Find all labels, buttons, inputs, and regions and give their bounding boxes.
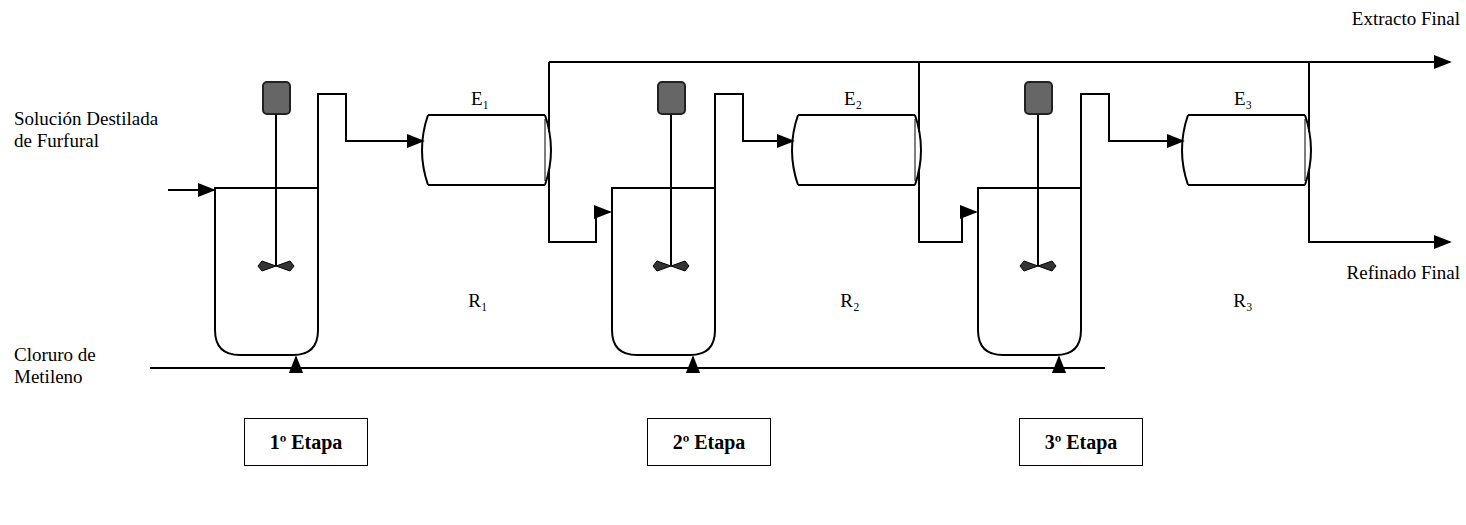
stream-label: E₂ xyxy=(844,88,862,110)
stage-box: 2º Etapa xyxy=(647,418,771,466)
feed-label: Solución Destilada de Furfural xyxy=(14,108,164,152)
settler-vessel xyxy=(915,119,916,181)
extract-pipe xyxy=(1308,62,1310,132)
stream-label: E₃ xyxy=(1234,88,1252,110)
stream-label: Refinado Final xyxy=(1347,262,1460,284)
stage-box: 1º Etapa xyxy=(244,418,368,466)
agitator-shaft xyxy=(670,114,672,266)
settler-vessel xyxy=(792,115,921,185)
mixer-tank xyxy=(978,188,1081,355)
settler-vessel xyxy=(1305,119,1306,181)
stage-title: 1º Etapa xyxy=(270,431,343,454)
extract-header xyxy=(549,61,1450,63)
stream-label: E₁ xyxy=(471,88,489,110)
settler-vessel xyxy=(1182,115,1311,185)
stream-label: R₁ xyxy=(468,290,487,312)
raffinate-pipe xyxy=(549,170,610,242)
raffinate-pipe xyxy=(1309,170,1450,242)
pipe xyxy=(1081,94,1183,188)
impeller xyxy=(1020,261,1056,271)
agitator-motor xyxy=(263,82,290,114)
impeller xyxy=(258,261,294,271)
agitator-motor xyxy=(1025,82,1052,114)
mixer-tank xyxy=(215,188,318,355)
agitator-shaft xyxy=(275,114,277,266)
extract-pipe xyxy=(918,62,920,132)
solvent-branch xyxy=(1058,357,1060,368)
stage-title: 2º Etapa xyxy=(673,431,746,454)
impeller xyxy=(653,261,689,271)
pipe xyxy=(318,94,423,188)
stream-label: R₃ xyxy=(1233,290,1252,312)
agitator-shaft xyxy=(1037,114,1039,266)
settler-vessel xyxy=(422,115,551,185)
stage-box: 3º Etapa xyxy=(1019,418,1143,466)
pipe xyxy=(715,94,793,188)
solvent-header xyxy=(150,367,1105,369)
stage-title: 3º Etapa xyxy=(1045,431,1118,454)
stream-label: Extracto Final xyxy=(1352,8,1460,30)
stream-label: R₂ xyxy=(840,290,859,312)
mixer-tank xyxy=(612,188,715,355)
raffinate-pipe xyxy=(919,170,976,242)
agitator-motor xyxy=(658,82,685,114)
solvent-label: Cloruro de Metileno xyxy=(14,344,124,388)
feed-arrow xyxy=(168,189,214,191)
extract-pipe xyxy=(548,62,550,132)
solvent-branch xyxy=(692,357,694,368)
settler-vessel xyxy=(545,119,546,181)
solvent-branch xyxy=(295,357,297,368)
